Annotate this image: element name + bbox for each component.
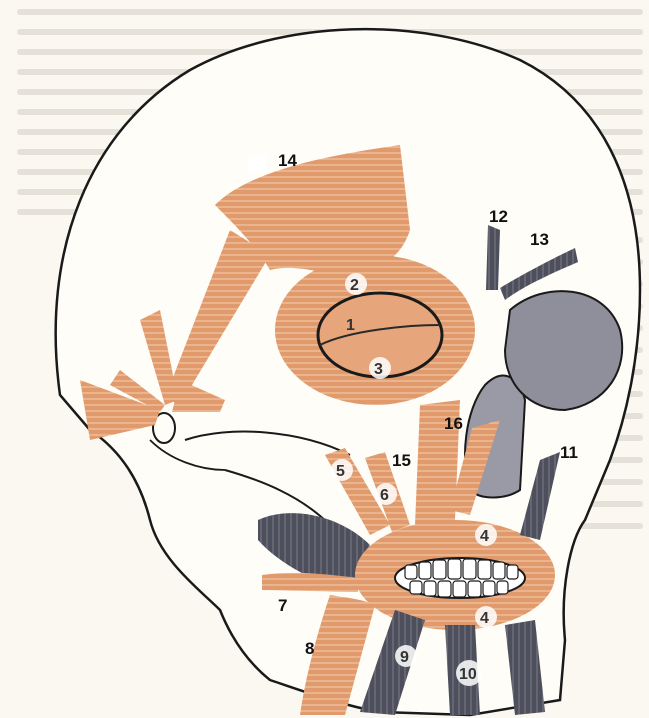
tooth: [453, 581, 466, 597]
label-14-backdrop: [248, 156, 266, 172]
tooth: [433, 560, 446, 579]
tooth: [419, 562, 431, 579]
tooth: [410, 581, 422, 594]
label-11: 11: [560, 443, 578, 462]
label-14: 14: [278, 151, 297, 170]
tooth: [438, 581, 451, 597]
label-8: 8: [305, 639, 314, 658]
label-12: 12: [489, 207, 508, 226]
label-2: 2: [350, 277, 359, 294]
tooth: [478, 560, 491, 579]
tooth: [405, 565, 417, 579]
label-15: 15: [392, 451, 411, 470]
label-5: 5: [336, 463, 345, 480]
label-10: 10: [459, 666, 477, 683]
corrugator-muscle: [486, 225, 500, 290]
tooth: [507, 565, 518, 579]
label-1: 1: [346, 317, 355, 334]
tooth: [493, 562, 505, 579]
tooth: [483, 581, 495, 596]
orbit-bone: [505, 291, 622, 410]
tooth: [468, 581, 481, 597]
label-13: 13: [530, 230, 549, 249]
tooth: [463, 559, 476, 579]
label-7: 7: [278, 596, 287, 615]
tooth: [497, 581, 508, 594]
label-3: 3: [374, 361, 383, 378]
label-16: 16: [444, 414, 463, 433]
label-4-lower: 4: [480, 610, 489, 627]
label-9: 9: [400, 649, 409, 666]
label-6: 6: [380, 487, 389, 504]
tooth: [424, 581, 436, 596]
label-4-upper: 4: [480, 528, 489, 545]
tooth: [448, 559, 461, 579]
